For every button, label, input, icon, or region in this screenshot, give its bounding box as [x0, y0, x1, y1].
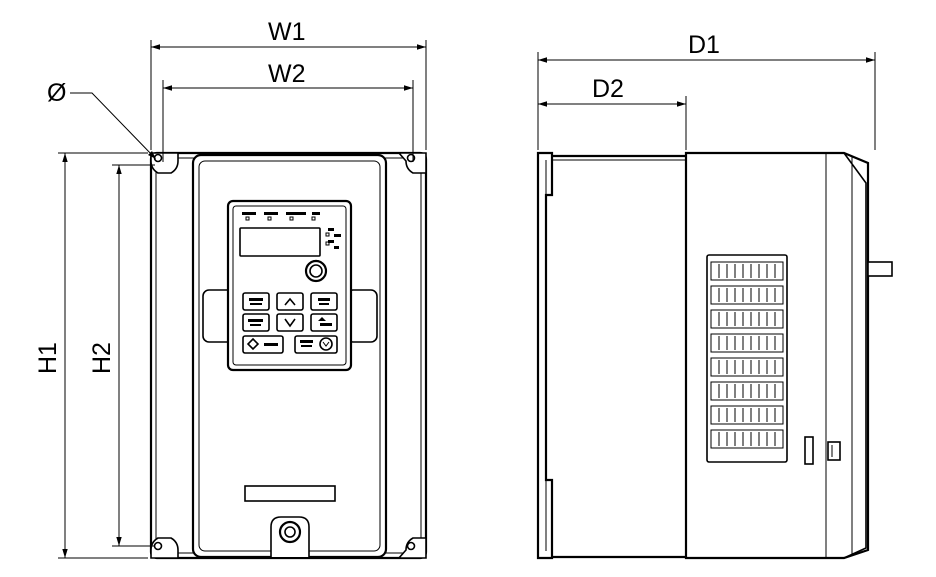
vent-row	[710, 381, 784, 401]
keypad-panel	[226, 199, 353, 372]
key-shift[interactable]	[310, 313, 338, 332]
w2-label: W2	[268, 60, 306, 88]
vent-grille	[706, 254, 788, 463]
dimensions: W1 W2 H1 H2 Ø D1 D2	[34, 18, 876, 559]
led-display	[239, 227, 321, 257]
key-stop-reset[interactable]	[294, 335, 338, 354]
vent-row	[710, 261, 784, 281]
key-run[interactable]	[242, 335, 284, 354]
vent-row	[710, 333, 784, 353]
key-down[interactable]	[276, 313, 304, 332]
key-quick[interactable]	[242, 313, 270, 332]
cover-latch	[804, 436, 841, 465]
connector-stub	[867, 261, 893, 277]
d1-label: D1	[688, 31, 720, 59]
diameter-leader	[70, 92, 155, 158]
cover-screw	[270, 516, 310, 557]
status-indicators	[242, 212, 320, 221]
vent-row	[710, 357, 784, 377]
side-view	[536, 151, 893, 560]
diameter-label: Ø	[47, 79, 66, 107]
h1-label: H1	[34, 342, 62, 374]
w1-label: W1	[268, 18, 306, 46]
key-up[interactable]	[276, 292, 304, 311]
mounting-plate	[536, 151, 554, 560]
key-program[interactable]	[242, 292, 270, 311]
vent-row	[710, 405, 784, 425]
front-view	[149, 151, 428, 560]
h2-label: H2	[88, 342, 116, 374]
vent-row	[710, 285, 784, 305]
unit-indicators	[325, 228, 341, 249]
d2-label: D2	[592, 75, 624, 103]
vent-row	[710, 429, 784, 449]
nameplate-slot	[244, 485, 336, 502]
key-enter[interactable]	[310, 292, 338, 311]
vent-row	[710, 309, 784, 329]
potentiometer-knob[interactable]	[304, 259, 328, 283]
